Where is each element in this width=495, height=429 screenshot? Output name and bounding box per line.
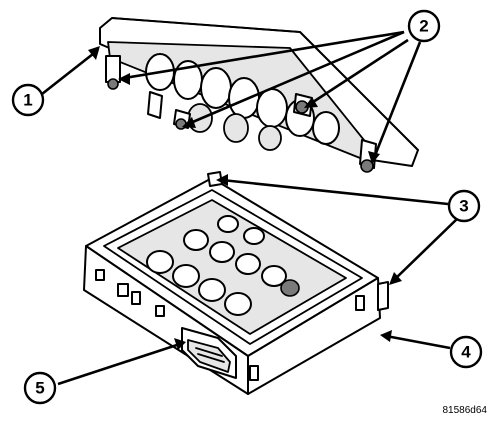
leader-line-2c [309, 38, 409, 106]
leader-lines [41, 30, 459, 386]
housing-inner-rim [103, 189, 363, 345]
cover-pocket [223, 113, 249, 143]
leader-arrowhead-2b [182, 117, 196, 128]
cover-pocket [256, 88, 288, 128]
figure-code: 81586d64 [442, 405, 488, 416]
callout-3: 3 [447, 189, 481, 223]
leader-arrowhead-2a [118, 73, 130, 85]
cover-assembly [99, 17, 419, 173]
leader-line-5 [57, 342, 181, 386]
housing-pocket [209, 241, 235, 263]
housing-notch [249, 365, 259, 381]
leader-line-2a [123, 30, 405, 80]
module-housing [83, 171, 389, 395]
leader-line-2b [187, 30, 405, 126]
leader-line-2d [372, 41, 422, 159]
housing-pockets [146, 215, 300, 316]
cover-pocket [228, 77, 260, 119]
housing-pocket [172, 264, 200, 288]
housing-pocket [146, 250, 174, 274]
cover-pocket [312, 111, 340, 145]
leader-line-1 [41, 48, 99, 96]
housing-pocket [198, 278, 226, 302]
leader-arrowhead-3b [389, 272, 402, 285]
housing-pocket [224, 292, 252, 316]
latch-pin [175, 118, 187, 130]
housing-post [280, 279, 300, 297]
housing-top-tab [207, 171, 223, 187]
leader-arrowhead-4 [380, 330, 392, 342]
cover-pocket [258, 125, 282, 151]
callout-circle-5 [23, 371, 57, 405]
housing-pocket [261, 265, 287, 287]
latch-pin [107, 78, 119, 90]
housing-pocket [183, 229, 209, 251]
leader-arrowhead-3a [216, 174, 228, 186]
callout-5: 5 [23, 371, 57, 405]
cover-pocket [200, 67, 232, 109]
housing-notch [355, 295, 365, 311]
callout-1: 1 [11, 83, 45, 117]
callout-4: 4 [449, 335, 483, 369]
leader-arrowhead-1 [88, 46, 100, 60]
vent-slot [131, 291, 141, 305]
leader-arrowhead-2c [304, 97, 318, 108]
housing-pocket [235, 253, 261, 275]
vent-slot [117, 283, 129, 297]
cover-latch-tabs [105, 55, 377, 173]
latch-tab [105, 55, 121, 83]
housing-pocket [217, 215, 239, 233]
callout-circle-4 [449, 335, 483, 369]
callout-label-2: 2 [419, 17, 428, 36]
latch-tab [147, 91, 163, 119]
leader-line-3a [221, 178, 449, 206]
callout-label-1: 1 [23, 91, 32, 110]
leader-line-4 [385, 334, 451, 350]
vent-slot [95, 269, 105, 281]
leader-line-3b [393, 217, 459, 281]
housing-side-tab [377, 281, 389, 311]
callout-2: 2 [407, 9, 441, 43]
cover-rim [111, 17, 419, 151]
housing-pocket [243, 227, 265, 245]
electrical-connector [181, 327, 237, 379]
leader-arrowhead-2d [368, 151, 380, 164]
housing-right-wall [247, 277, 381, 395]
connector-pins [195, 347, 225, 363]
vent-slot [155, 305, 165, 317]
callout-circle-2 [407, 9, 441, 43]
housing-vents [95, 269, 165, 317]
callout-label-3: 3 [459, 197, 468, 216]
leader-arrowhead-5 [174, 338, 186, 350]
callout-circle-1 [11, 83, 45, 117]
callout-circle-3 [447, 189, 481, 223]
housing-inner-floor [117, 199, 347, 335]
callout-label-4: 4 [461, 343, 471, 362]
latch-pin [360, 159, 374, 173]
callout-label-5: 5 [35, 379, 44, 398]
